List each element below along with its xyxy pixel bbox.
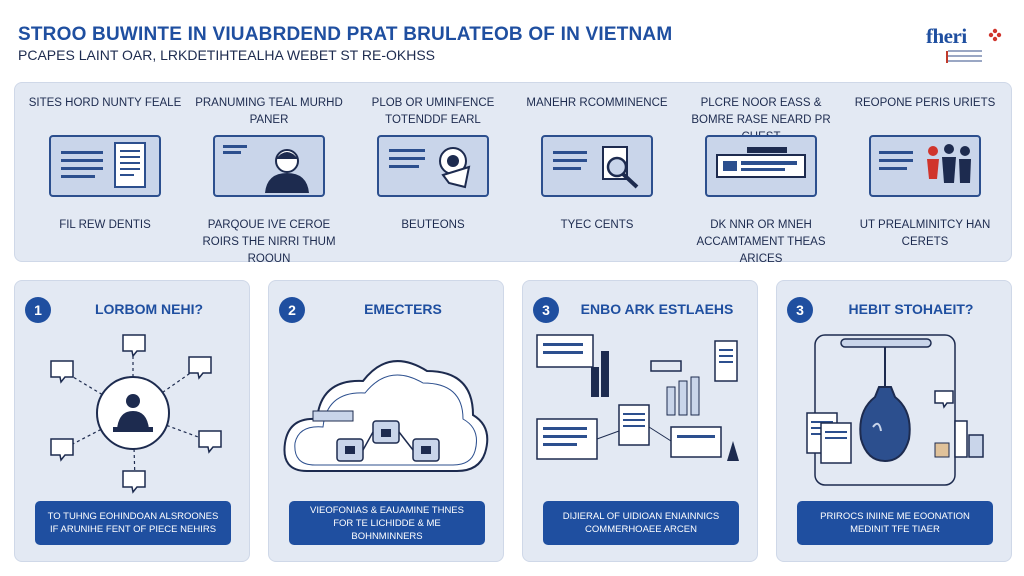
top-item-label: PLCRE NOOR EASS & BOMRE RASE NEARD PR CH… [691,97,831,143]
step-title: LORBOM NEHI? [94,301,204,317]
step-caption: TO TUHNG EOHINDOAN ALSROONES IF ARUNIHE … [35,501,231,545]
step-title: EMECTERS [364,301,442,317]
top-item-2: PRANUMING TEAL MURHD PANER PARQOUE IVE C… [189,83,349,265]
top-panel: SITES HORD NUNTY FEALE FIL REW DENTIS PR… [14,82,1012,265]
top-item-caption: TYEC CENTS [560,219,634,231]
logo-text: fheri [926,24,967,48]
document-icon [49,135,161,197]
top-item-3: PLOB OR UMINFENCE TOTENDDF EARL BEUTEONS [353,83,513,263]
page-title: STROO BUWINTE IN VIUABRDEND PRAT BRULATE… [18,24,673,45]
step-panel-1: 1 LORBOM NEHI? TO TUHNG EOHINDOAN ALSROO… [14,280,250,562]
lab-equipment-icon [806,334,984,486]
step-number: 3 [533,297,559,323]
step-title: ENBO ARK ESTLAEHS [580,301,734,317]
step-panel-2: 2 EMECTERS VIEOFONIAS & EAUAMINE THNES F… [268,280,504,562]
step-caption: PRIROCS INIINE ME EOONATION MEDINIT TFE … [797,501,993,545]
top-item-4: MANEHR RCOMMINENCE TYEC CENTS [517,83,677,263]
step-number: 3 [787,297,813,323]
brand-logo: fheri [926,24,1006,68]
top-item-caption: DK NNR OR MNEH ACCAMTAMENT THEAS ARICES [696,219,826,265]
top-item-label: PRANUMING TEAL MURHD PANER [195,97,343,126]
people-icon [869,135,981,197]
cloud-icon [283,360,489,472]
step-caption: VIEOFONIAS & EAUAMINE THNES FOR TE LICHI… [289,501,485,545]
top-item-label: MANEHR RCOMMINENCE [526,97,668,109]
top-item-label: PLOB OR UMINFENCE TOTENDDF EARL [371,97,495,126]
step-number: 1 [25,297,51,323]
step-number: 2 [279,297,305,323]
dashboard-icon [536,334,739,461]
worker-network-icon [50,334,222,494]
top-item-label: SITES HORD NUNTY FEALE [28,97,182,109]
id-card-icon [705,135,817,197]
logo-tagline [948,50,982,65]
top-item-5: PLCRE NOOR EASS & BOMRE RASE NEARD PR CH… [681,83,841,265]
logo-accent [946,51,948,63]
top-item-6: REOPONE PERIS URIETS UT PREALMINITCY HAN… [845,83,1005,263]
security-camera-icon [377,135,489,197]
magnifier-icon [541,135,653,197]
top-item-caption: PARQOUE IVE CEROE ROIRS THE NIRRI THUM R… [202,219,336,265]
page-subtitle: PCAPES LAINT OAR, LRKDETIHTEALHA WEBET S… [18,47,435,63]
step-panel-4: 3 HEBIT STOHAEIT? PRIROCS INIINE ME EOON… [776,280,1012,562]
top-item-caption: BEUTEONS [401,219,465,231]
step-caption: DIJIERAL OF UIDIOAN ENIAINNICS COMMERHOA… [543,501,739,545]
top-item-caption: FIL REW DENTIS [59,219,151,231]
top-item-label: REOPONE PERIS URIETS [854,97,996,109]
top-item-1: SITES HORD NUNTY FEALE FIL REW DENTIS [25,83,185,263]
flower-icon [988,28,1002,42]
step-panel-3: 3 ENBO ARK ESTLAEHS DIJIERAL OF UIDIOAN … [522,280,758,562]
person-icon [213,135,325,197]
step-title: HEBIT STOHAEIT? [848,301,974,317]
top-item-caption: UT PREALMINITCY HAN CERETS [859,219,991,248]
